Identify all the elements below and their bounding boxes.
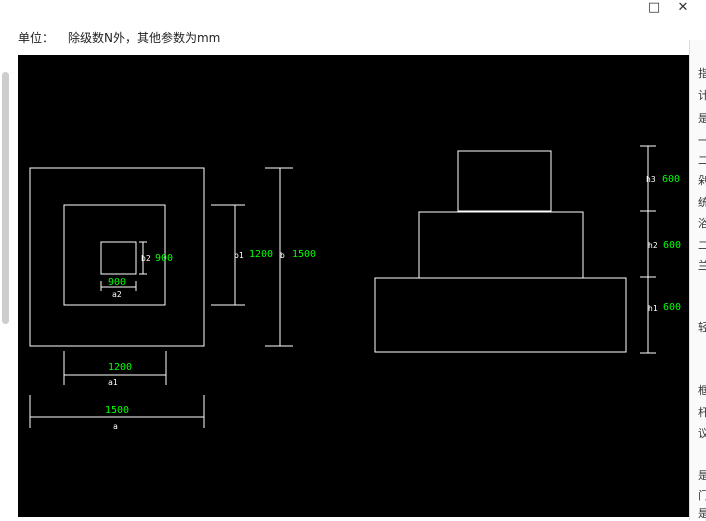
- a-value: 1500: [105, 405, 129, 416]
- right-panel-strip: 指 计 是 一 二 剁 统 浴 二 兰 轻 框 杆 议 是 门 是: [689, 40, 706, 520]
- right-strip-char: 杆: [698, 407, 706, 418]
- b1-value: 1200: [249, 249, 273, 260]
- h1-value: 600: [663, 302, 681, 313]
- right-strip-char: 是: [698, 470, 706, 481]
- right-strip-char: 轻: [698, 322, 706, 333]
- h3-label: h3: [646, 175, 656, 184]
- plan-middle-rect: [63, 204, 166, 306]
- unit-row: 单位： 除级数N外，其他参数为mm: [18, 29, 220, 46]
- right-strip-char: 浴: [698, 218, 706, 229]
- a-label: a: [113, 422, 118, 431]
- h1-label: h1: [648, 304, 658, 313]
- b1-label: b1: [234, 251, 244, 260]
- right-strip-char: 框: [698, 385, 706, 396]
- b-label: b: [280, 251, 285, 260]
- a1-label: a1: [108, 378, 118, 387]
- right-strip-char: 议: [698, 428, 706, 439]
- right-strip-char: 指: [698, 68, 706, 79]
- right-strip-char: 门: [698, 490, 706, 501]
- unit-label: 单位：: [18, 31, 55, 45]
- b-value: 1500: [292, 249, 316, 260]
- b2-value: 900: [155, 253, 173, 264]
- right-strip-char: 一: [698, 135, 706, 146]
- right-strip-char: 二: [698, 155, 706, 166]
- close-icon[interactable]: ✕: [677, 0, 689, 15]
- right-strip-char: 兰: [698, 260, 706, 271]
- b2-label: b2: [141, 254, 151, 263]
- right-strip-char: 统: [698, 197, 706, 208]
- right-strip-char: 是: [698, 113, 706, 124]
- h2-value: 600: [663, 240, 681, 251]
- right-strip-char: 计: [698, 90, 706, 101]
- elev-step-2: [418, 211, 584, 279]
- h3-value: 600: [662, 174, 680, 185]
- a2-label: a2: [112, 290, 122, 299]
- maximize-icon[interactable]: □: [647, 0, 661, 15]
- right-strip-char: 二: [698, 240, 706, 251]
- plan-outer-rect: [29, 167, 205, 347]
- title-bar: □ ✕: [0, 0, 706, 22]
- left-scrollbar[interactable]: [0, 58, 15, 520]
- right-strip-char: 剁: [698, 175, 706, 186]
- a2-value: 900: [108, 277, 126, 288]
- right-strip-char: 是: [698, 508, 706, 519]
- elev-step-1: [374, 277, 627, 353]
- diagram-canvas: b2 900 900 a2 b1 1200 b 1500 1200 a1 150…: [18, 55, 689, 517]
- elev-step-3: [457, 150, 552, 212]
- h2-label: h2: [648, 241, 658, 250]
- foundation-diagram: b2 900 900 a2 b1 1200 b 1500 1200 a1 150…: [29, 145, 681, 431]
- left-scrollbar-thumb[interactable]: [2, 72, 9, 324]
- unit-text: 除级数N外，其他参数为mm: [68, 31, 221, 45]
- plan-inner-rect: [100, 241, 137, 275]
- a1-value: 1200: [108, 362, 132, 373]
